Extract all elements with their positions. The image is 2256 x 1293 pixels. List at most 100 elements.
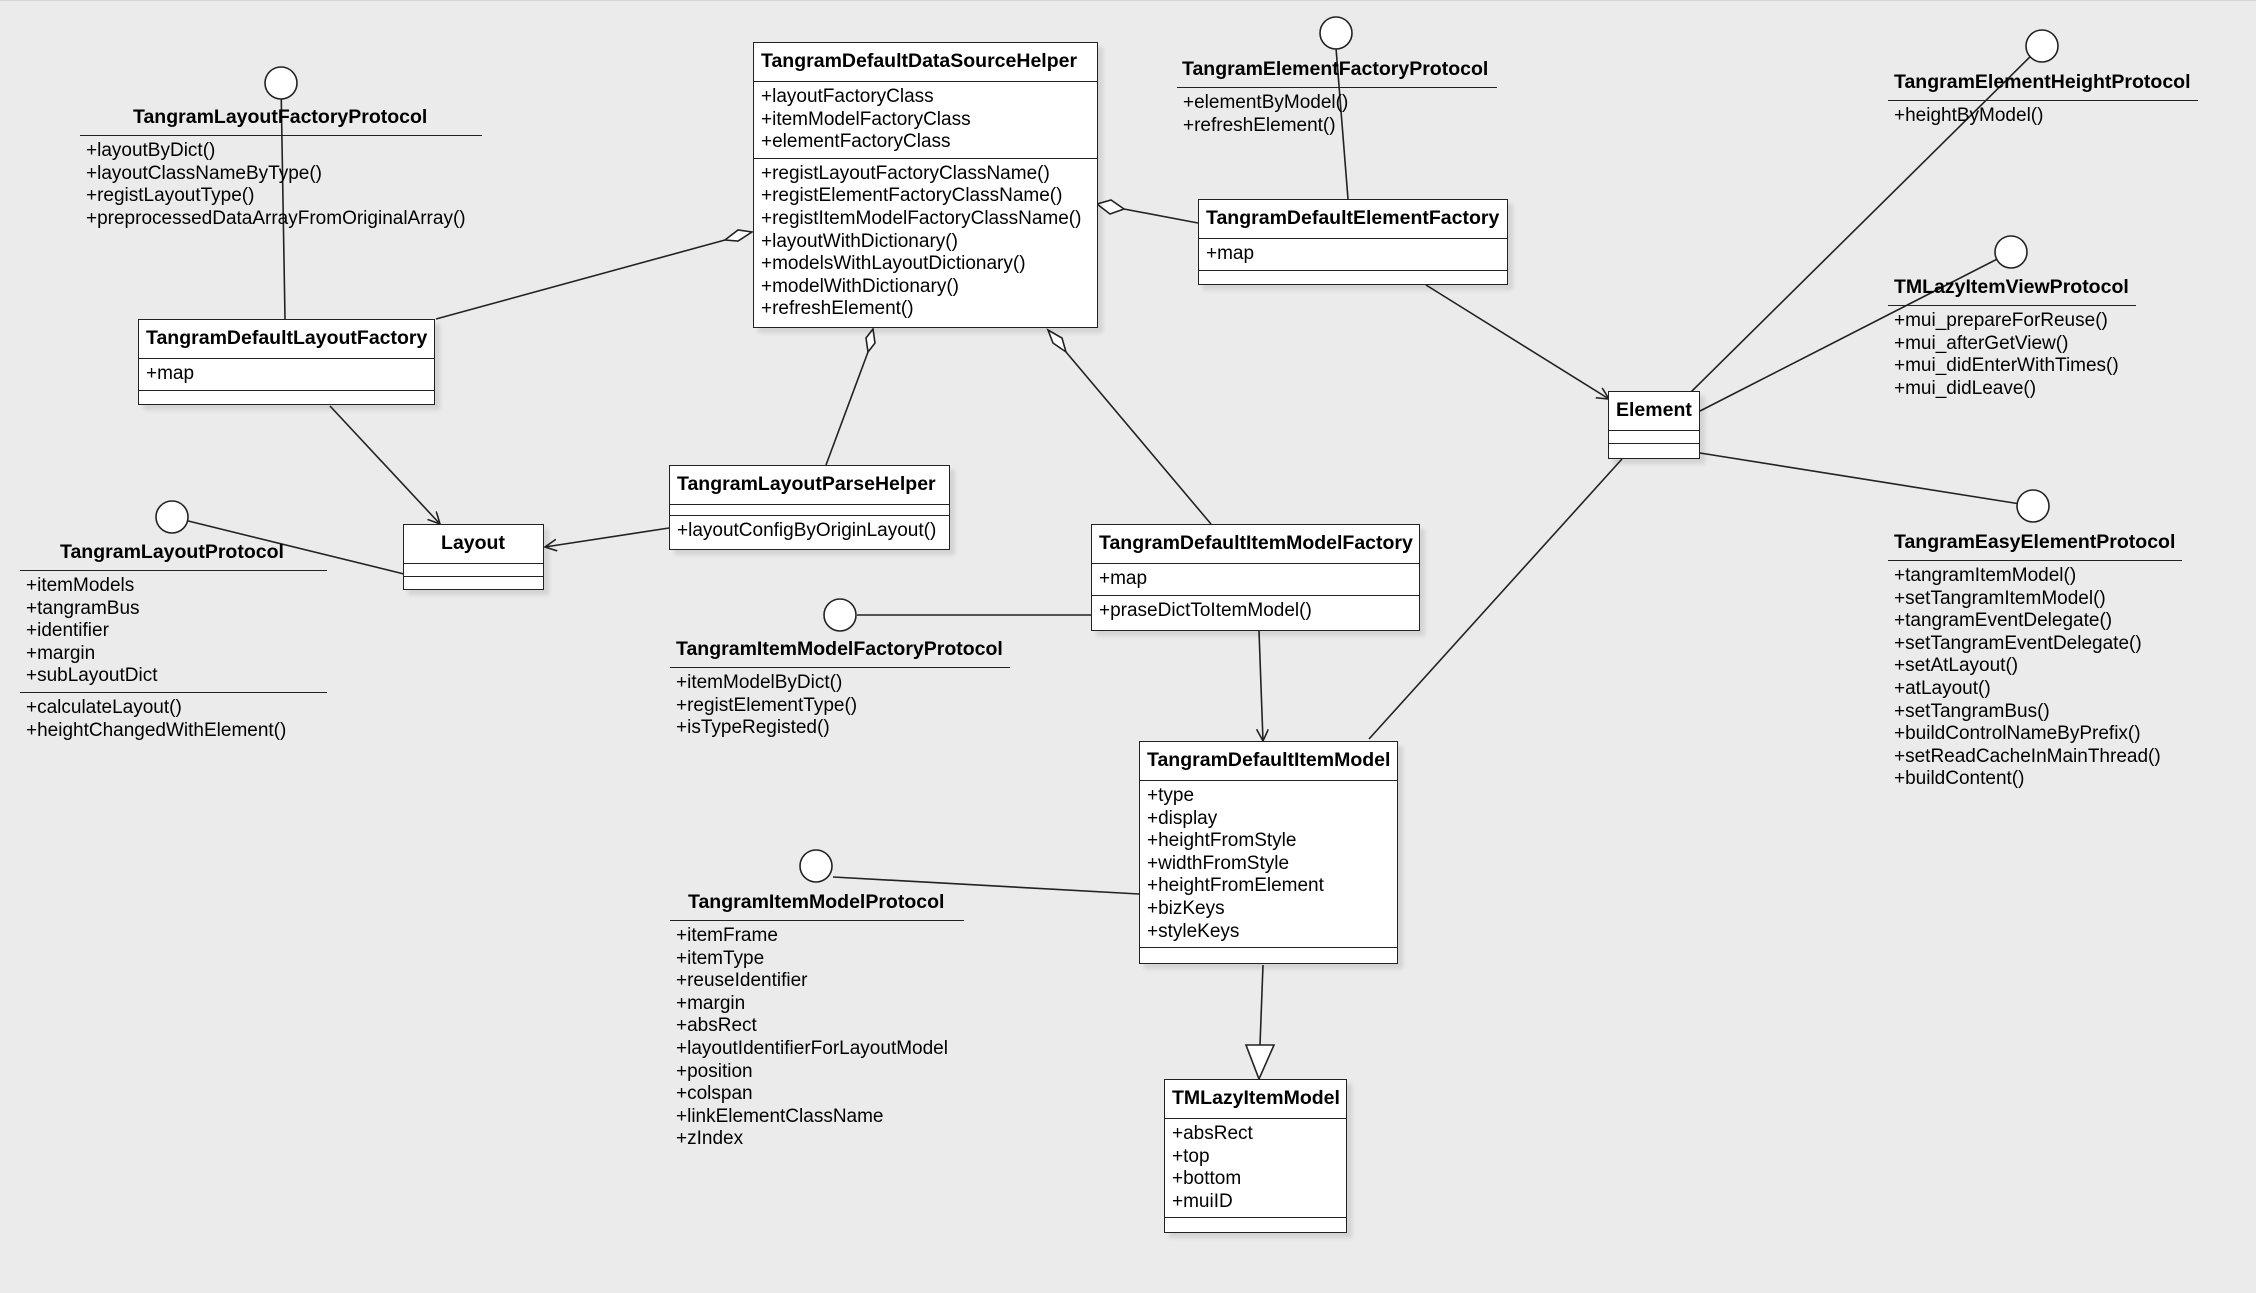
interface-name: TangramEasyElementProtocol — [1888, 531, 2182, 561]
interface-tm-lazy-item-view-protocol: TMLazyItemViewProtocol +mui_prepareForRe… — [1888, 276, 2136, 404]
class-name: TangramDefaultItemModelFactory — [1092, 525, 1419, 564]
attribute: +bottom — [1172, 1168, 1242, 1190]
interface-tangram-layout-protocol: TangramLayoutProtocol +itemModels +tangr… — [20, 541, 327, 746]
class-tangram-layout-parse-helper: TangramLayoutParseHelper +layoutConfigBy… — [669, 465, 950, 550]
class-name: TMLazyItemModel — [1165, 1080, 1346, 1119]
interface-tangram-item-model-factory-protocol: TangramItemModelFactoryProtocol +itemMod… — [670, 638, 1010, 744]
lollipop-element-height-protocol — [2025, 29, 2059, 63]
methods-section: +registLayoutFactoryClassName() +registE… — [754, 159, 1097, 325]
attribute: +layoutFactoryClass — [761, 86, 934, 107]
attribute: +heightFromElement — [1147, 875, 1324, 897]
class-name: TangramDefaultDataSourceHelper — [754, 43, 1097, 82]
method: +linkElementClassName — [676, 1105, 884, 1127]
class-tangram-default-item-model-factory: TangramDefaultItemModelFactory +map +pra… — [1091, 524, 1420, 631]
method: +refreshElement() — [1183, 114, 1336, 136]
attributes-section: +layoutFactoryClass +itemModelFactoryCla… — [754, 82, 1097, 159]
method: +absRect — [676, 1015, 757, 1037]
method: +margin — [676, 992, 746, 1014]
method: +mui_prepareForReuse() — [1894, 310, 2108, 331]
methods-section: +heightByModel() — [1888, 101, 2198, 132]
lollipop-layout-protocol — [155, 500, 189, 534]
method: +layoutWithDictionary() — [761, 230, 958, 252]
attribute: +identifier — [26, 620, 109, 642]
method: +registElementType() — [676, 694, 858, 716]
method: +buildContent() — [1894, 768, 2025, 790]
interface-tangram-item-model-protocol: TangramItemModelProtocol +itemFrame +ite… — [670, 891, 964, 1155]
method: +modelWithDictionary() — [761, 275, 959, 297]
lollipop-item-model-factory-protocol — [823, 598, 857, 632]
attributes-section — [670, 505, 949, 516]
methods-section — [1609, 444, 1699, 456]
method: +mui_didLeave() — [1894, 377, 2037, 399]
class-tm-lazy-item-model: TMLazyItemModel +absRect +top +bottom +m… — [1164, 1079, 1347, 1233]
method: +setTangramBus() — [1894, 700, 2050, 722]
method: +setAtLayout() — [1894, 655, 2019, 677]
stem-easy-element-protocol — [1699, 452, 2034, 507]
class-element: Element — [1608, 391, 1700, 459]
method: +registLayoutFactoryClassName() — [761, 162, 1050, 184]
lollipop-easy-element-protocol — [2016, 489, 2050, 523]
method: +tangramItemModel() — [1894, 565, 2077, 586]
diamond-element-factory — [1095, 199, 1126, 215]
method: +mui_afterGetView() — [1894, 332, 2069, 354]
attribute: +subLayoutDict — [26, 665, 158, 687]
methods-section — [1165, 1218, 1346, 1236]
attribute: +absRect — [1172, 1123, 1253, 1144]
method: +registLayoutType() — [86, 185, 255, 207]
attributes-section: +absRect +top +bottom +muiID — [1165, 1119, 1346, 1219]
methods-section — [404, 577, 543, 589]
stem-layout-protocol — [171, 516, 405, 575]
methods-section: +itemModelByDict() +registElementType() … — [670, 668, 1010, 744]
attribute: +muiID — [1172, 1190, 1233, 1212]
method: +mui_didEnterWithTimes() — [1894, 355, 2119, 377]
attribute: +tangramBus — [26, 597, 140, 619]
method: +layoutClassNameByType() — [86, 162, 323, 184]
methods-section — [1140, 948, 1397, 966]
link-parse-helper-to-layout — [545, 527, 670, 547]
method: +preprocessedDataArrayFromOriginalArray(… — [86, 207, 466, 229]
class-layout: Layout — [403, 524, 544, 590]
interface-name: TangramItemModelProtocol — [670, 891, 964, 921]
attribute: +map — [1206, 243, 1255, 264]
link-element-factory-to-element — [1425, 284, 1609, 399]
method: +layoutIdentifierForLayoutModel — [676, 1037, 948, 1059]
diamond-parse-helper — [865, 327, 876, 354]
link-item-model-factory-to-item-model — [1259, 630, 1263, 741]
method: +setTangramItemModel() — [1894, 587, 2106, 609]
attribute: +map — [1099, 568, 1148, 589]
class-tangram-default-data-source-helper: TangramDefaultDataSourceHelper +layoutFa… — [753, 42, 1098, 328]
stem-lazy-item-view-protocol — [1699, 251, 2012, 412]
method: +layoutConfigByOriginLayout() — [677, 520, 937, 541]
interface-name: TangramLayoutFactoryProtocol — [80, 106, 482, 136]
method: +itemModelByDict() — [676, 672, 843, 693]
method: +registItemModelFactoryClassName() — [761, 207, 1082, 229]
link-item-model-to-lazy-model — [1259, 964, 1264, 1046]
class-name: TangramDefaultItemModel — [1140, 742, 1397, 781]
interface-tangram-element-factory-protocol: TangramElementFactoryProtocol +elementBy… — [1177, 58, 1497, 141]
method: +colspan — [676, 1083, 753, 1105]
attribute: +itemModelFactoryClass — [761, 108, 971, 130]
class-tangram-default-layout-factory: TangramDefaultLayoutFactory +map — [138, 319, 435, 405]
diamond-layout-factory — [722, 229, 755, 242]
interface-name: TMLazyItemViewProtocol — [1888, 276, 2136, 306]
method: +calculateLayout() — [26, 696, 182, 718]
method: +setTangramEventDelegate() — [1894, 632, 2142, 654]
method: +modelsWithLayoutDictionary() — [761, 253, 1026, 275]
class-tangram-default-element-factory: TangramDefaultElementFactory +map — [1198, 199, 1508, 285]
attributes-section: +type +display +heightFromStyle +widthFr… — [1140, 781, 1397, 949]
class-name: TangramDefaultLayoutFactory — [139, 320, 434, 359]
lollipop-layout-factory-protocol — [264, 66, 298, 100]
class-tangram-default-item-model: TangramDefaultItemModel +type +display +… — [1139, 741, 1398, 964]
method: +atLayout() — [1894, 677, 1991, 699]
attributes-section — [1609, 431, 1699, 444]
method: +elementByModel() — [1183, 92, 1349, 113]
interface-name: TangramElementFactoryProtocol — [1177, 58, 1497, 88]
stem-element-height-protocol — [1690, 44, 2043, 393]
attributes-section: +map — [1092, 564, 1419, 596]
methods-section: +mui_prepareForReuse() +mui_afterGetView… — [1888, 306, 2136, 404]
interface-name: TangramElementHeightProtocol — [1888, 71, 2198, 101]
methods-section — [139, 391, 434, 409]
interface-tangram-easy-element-protocol: TangramEasyElementProtocol +tangramItemM… — [1888, 531, 2182, 795]
lollipop-lazy-item-view-protocol — [1994, 235, 2028, 269]
